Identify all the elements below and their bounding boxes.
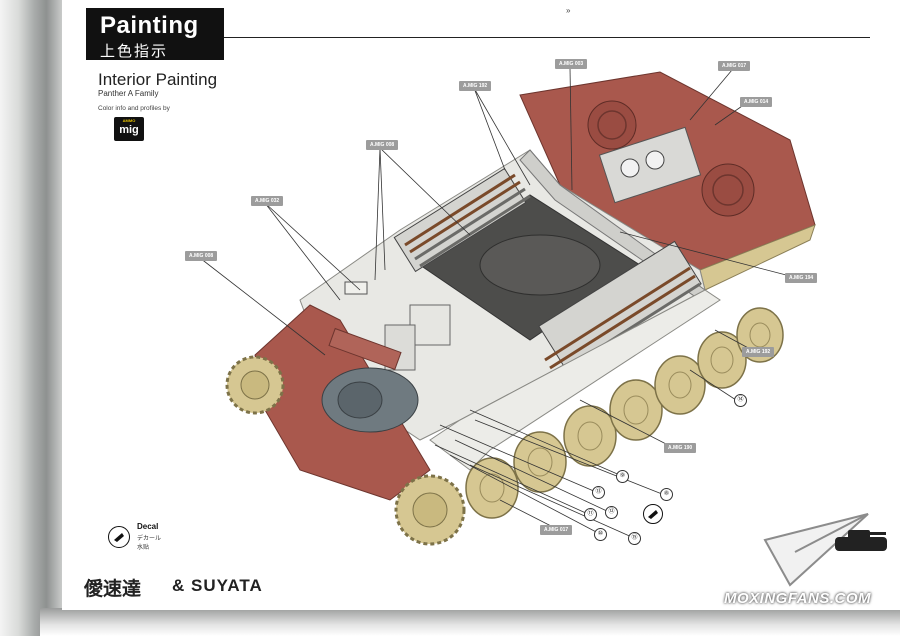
paper-plane-logo [763,513,869,587]
fan-left [587,100,637,150]
callout-amig-032: A.MIG 032 [251,196,284,206]
callout-amig-190: A.MIG 190 [664,443,697,453]
ammo-mig-logo: AMMO mig [114,117,144,141]
leader-lines [199,67,791,539]
part-number-11: ⑪ [584,508,597,521]
page-mark: » [566,6,571,15]
part-number-15: ⑮ [628,532,641,545]
header-rule [224,37,870,38]
fan-right [701,163,755,217]
decal-jp: デカール [137,536,162,542]
callout-amig-014: A.MIG 014 [740,97,773,107]
part-number-14: ⑭ [734,394,747,407]
road-wheels [465,307,784,519]
scan-shadow-bottom [40,608,900,636]
part-number-10: ⑩ [594,528,607,541]
decal-marker-icon [643,504,663,524]
color-info-text: Color info and profiles by [98,105,170,112]
mig-logo-text: mig [119,124,139,136]
section-subtitle: Panther A Family [98,89,159,98]
radio-box [409,304,451,346]
brand-suyata: & SUYATA [172,576,263,595]
callout-amig-017-top: A.MIG 017 [718,61,751,71]
part-number-13: ⑬ [592,486,605,499]
part-number-9: ⑨ [616,470,629,483]
drive-sprocket-left [225,355,285,415]
mig-logo-top: AMMO [122,118,136,123]
part-number-8: ⑧ [660,488,673,501]
brand-chinese: 僾速達 [84,579,142,600]
callout-amig-192-right: A.MIG 192 [742,347,775,357]
title-cn: 上色指示 [100,43,169,60]
callout-amig-017-bottom: A.MIG 017 [540,525,573,535]
part-number-12: ⑫ [605,506,618,519]
decal-cn: 水贴 [137,545,150,551]
decal-icon [108,526,130,548]
section-title: Interior Painting [98,70,218,89]
callout-amig-003: A.MIG 003 [555,59,588,69]
callout-amig-008-left: A.MIG 008 [185,251,218,261]
drive-sprocket-right [394,474,466,546]
title-en: Painting [100,12,199,39]
scan-shadow-left [0,0,62,636]
callout-amig-008-top: A.MIG 008 [366,140,399,150]
moxingfans-watermark: MOXINGFANS.COM [724,590,872,607]
callout-amig-192-top: A.MIG 192 [459,81,492,91]
decal-title: Decal [137,522,159,531]
ammo-rack-left [393,167,531,273]
callout-amig-194: A.MIG 194 [785,273,818,283]
tank-silhouette [835,530,887,551]
painting-title-block: Painting 上色指示 [86,8,224,60]
